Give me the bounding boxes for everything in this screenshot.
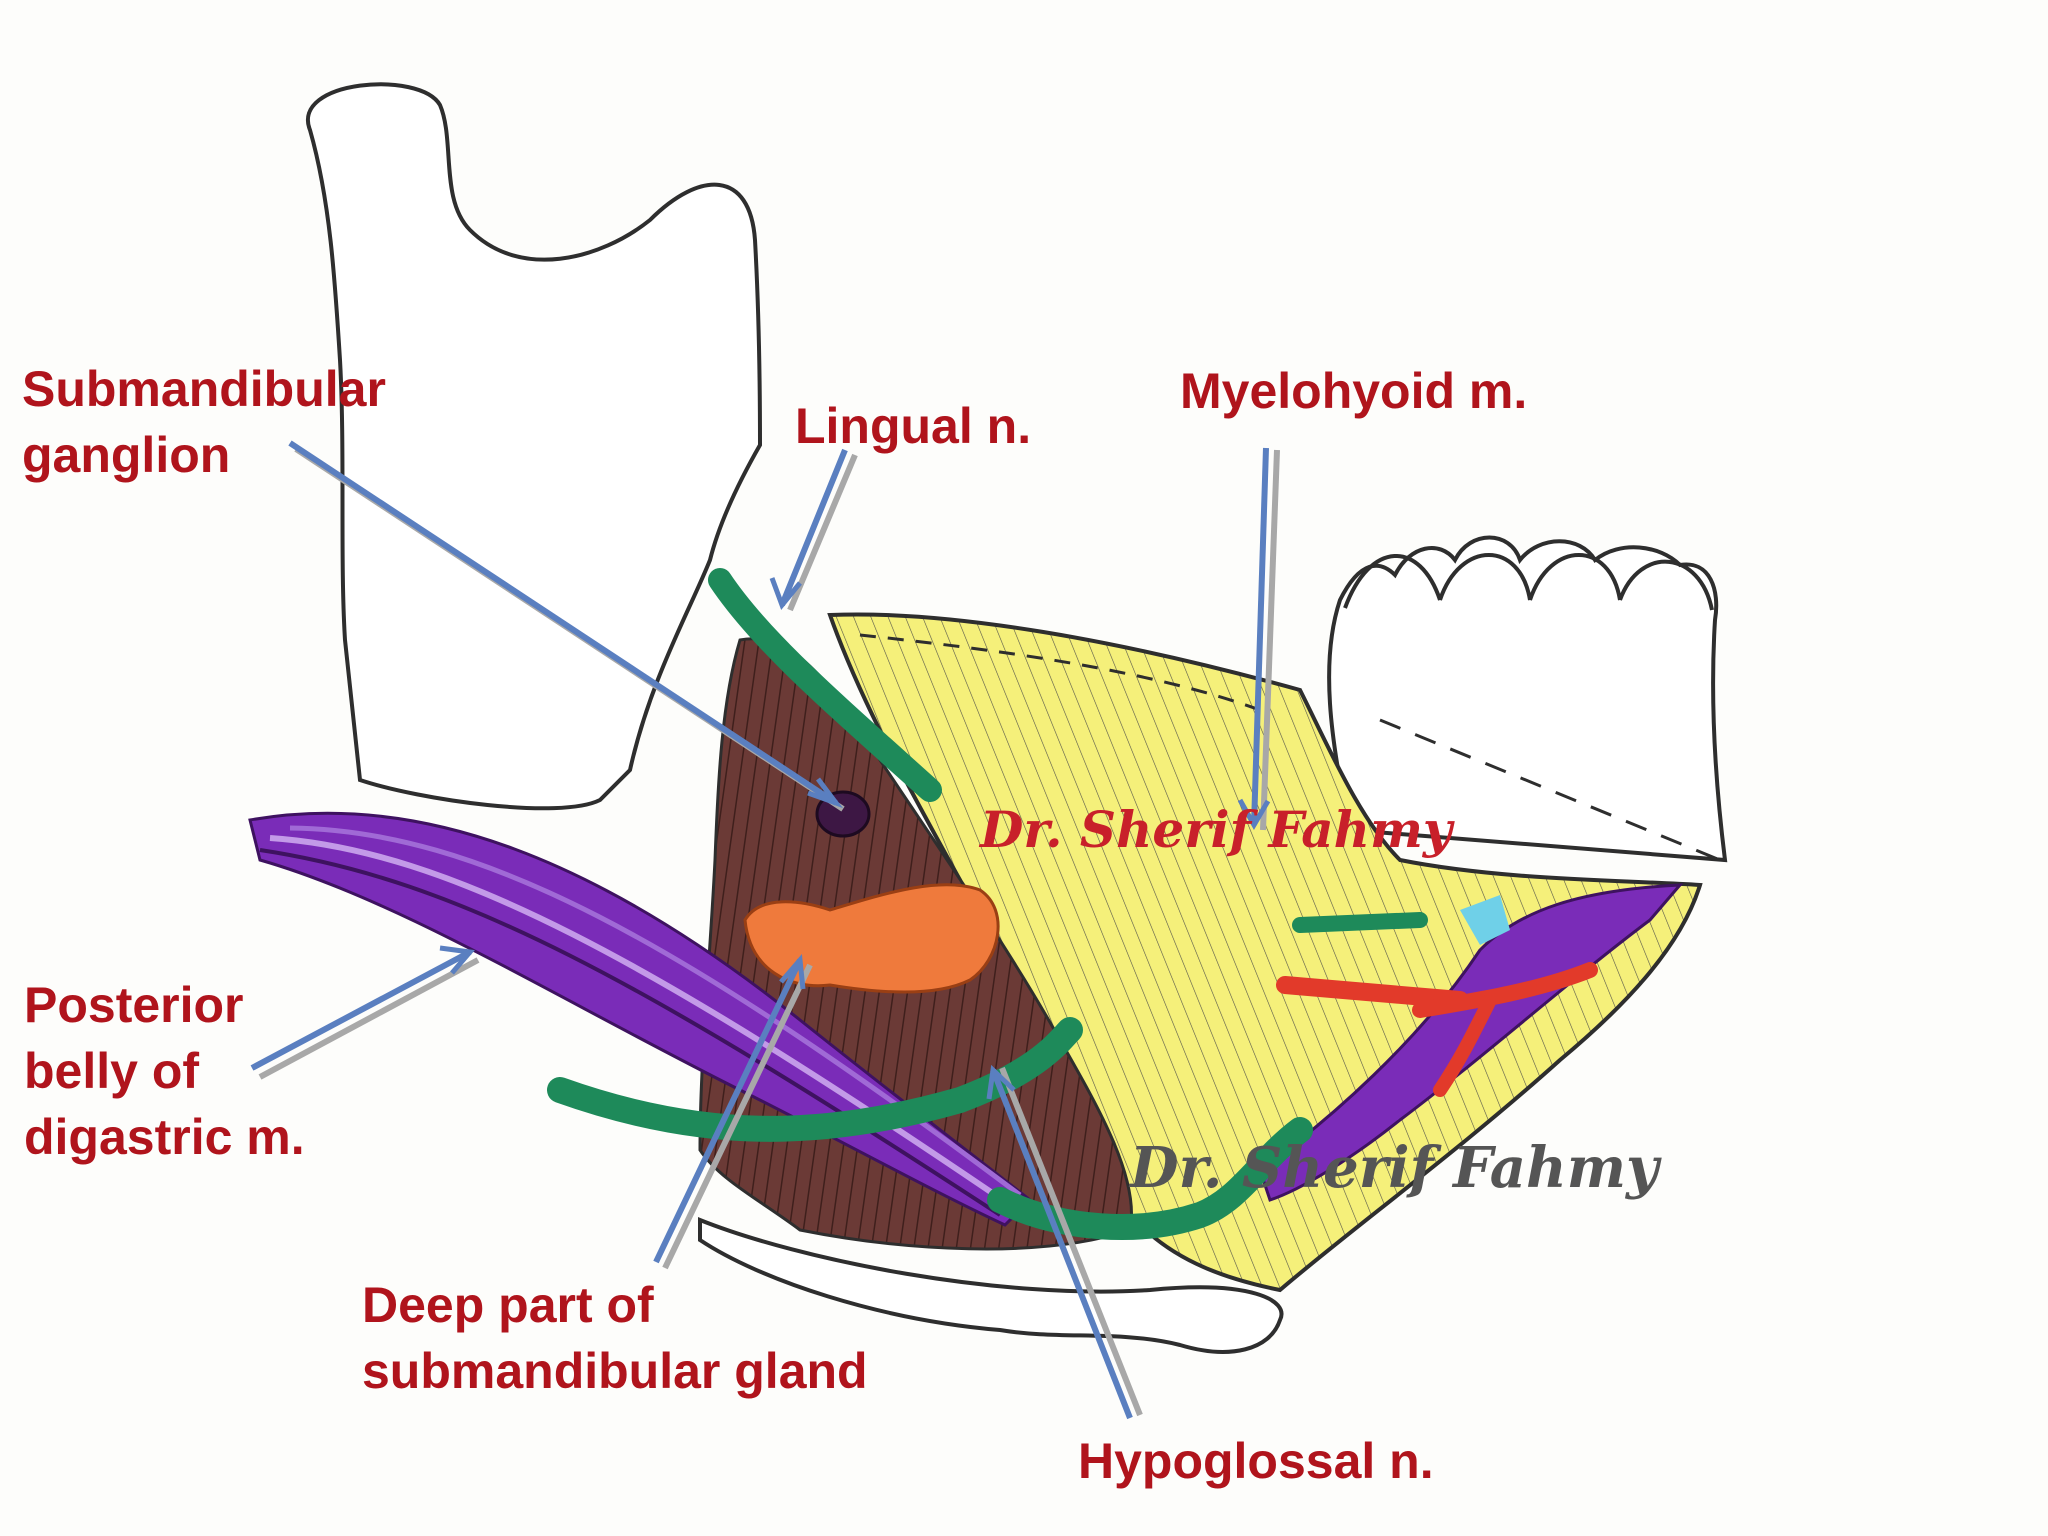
label-line: digastric m. (24, 1109, 305, 1165)
cyan-mark (1460, 895, 1510, 945)
label-line: ganglion (22, 427, 231, 483)
artery-horizontal (1276, 976, 1469, 1009)
label-line: Posterior (24, 977, 244, 1033)
pointer-submandibular-ganglion (288, 440, 845, 812)
pointer-hypoglossal-nerve (986, 1064, 1143, 1420)
label-deep-part-gland: Deep part of submandibular gland (362, 1272, 868, 1404)
label-line: Lingual n. (795, 398, 1032, 454)
label-line: submandibular gland (362, 1343, 868, 1399)
label-line: Submandibular (22, 361, 386, 417)
mandible-outline (305, 82, 763, 811)
label-posterior-belly: Posterior belly of digastric m. (24, 972, 305, 1170)
teeth-crowns (1343, 553, 1714, 611)
watermark-center: Dr. Sherif Fahmy (980, 800, 1452, 859)
label-submandibular-ganglion: Submandibular ganglion (22, 356, 386, 488)
artery-branch-1 (1412, 962, 1598, 1018)
pointer-myelohyoid (1237, 447, 1280, 831)
pointer-lingual-nerve (769, 448, 858, 612)
mylohyoid-dashed-edge (859, 633, 1261, 712)
watermark-lower: Dr. Sherif Fahmy (1130, 1135, 1659, 1201)
dashed-line (1379, 718, 1721, 862)
label-line: belly of (24, 1043, 200, 1099)
artery-branch-2 (1433, 993, 1497, 1097)
label-line: Deep part of (362, 1277, 654, 1333)
teeth-outline (1327, 535, 1728, 863)
lingual-nerve (708, 568, 942, 802)
lingual-nerve-branch (1292, 912, 1428, 933)
label-myelohyoid: Myelohyoid m. (1180, 358, 1527, 424)
mandible-body-outline (698, 1217, 1284, 1354)
label-hypoglossal-nerve: Hypoglossal n. (1078, 1428, 1434, 1494)
label-line: Myelohyoid m. (1180, 363, 1528, 419)
deep-part-submandibular-gland (743, 883, 1000, 994)
pointer-deep-part-gland (653, 953, 813, 1270)
label-lingual-nerve: Lingual n. (795, 393, 1031, 459)
label-line: Hypoglossal n. (1078, 1433, 1434, 1489)
pointer-posterior-belly (250, 945, 480, 1080)
